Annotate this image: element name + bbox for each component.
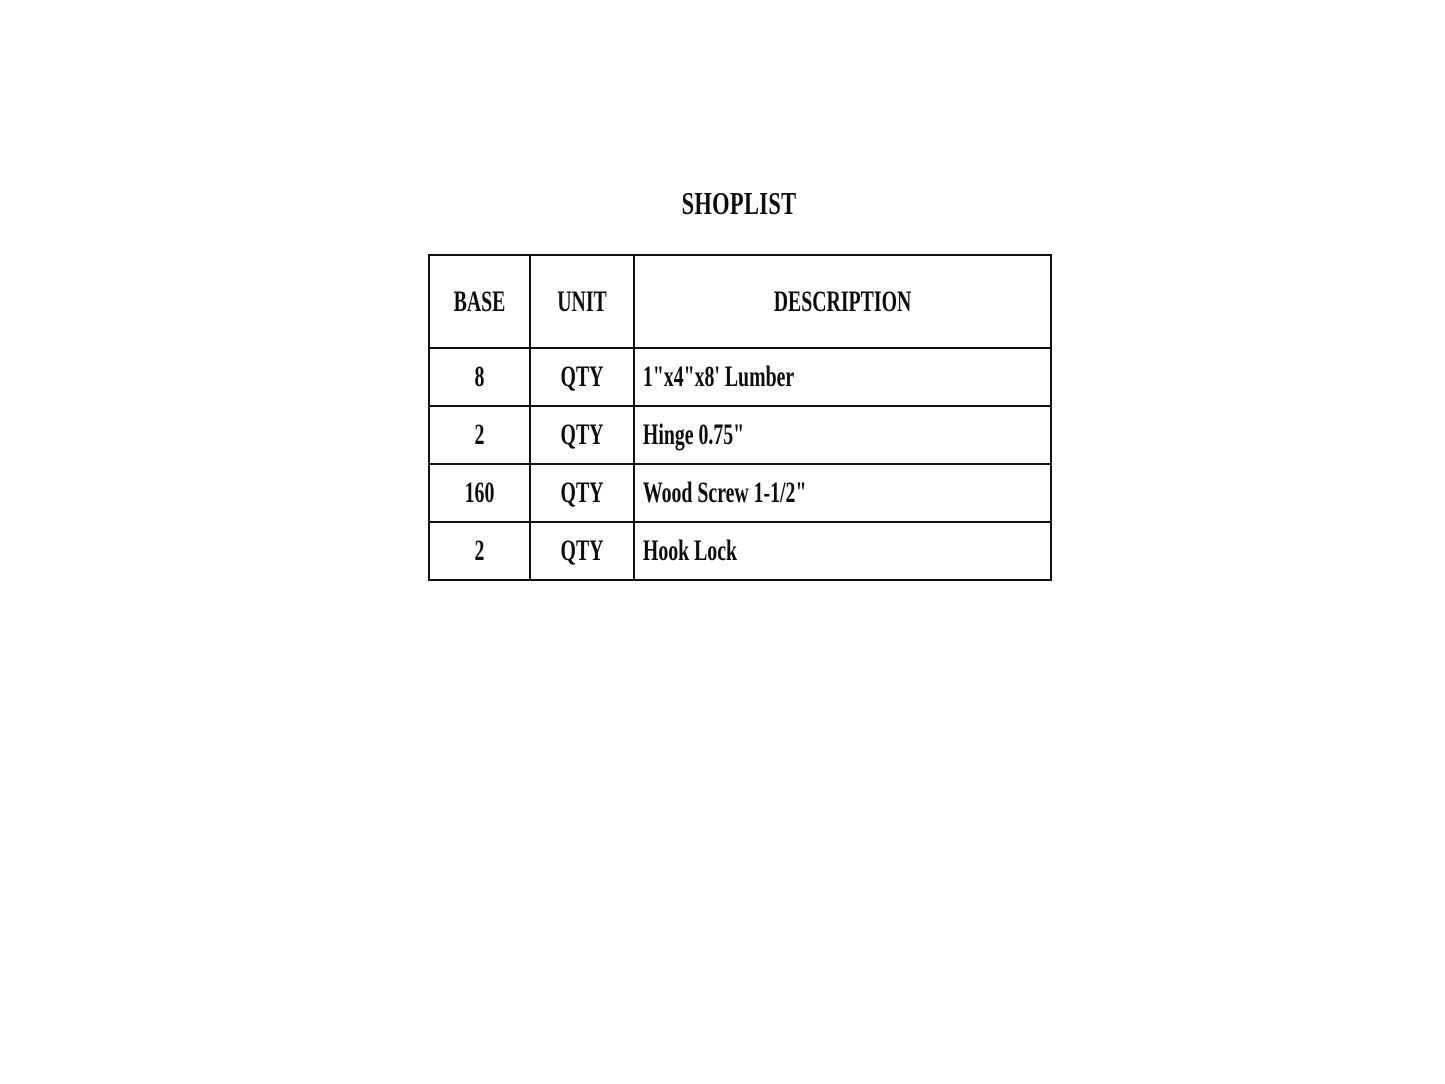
shoplist-table: BASE UNIT DESCRIPTION 8 QTY 1"x4"x8' [428,254,1052,581]
cell-unit-value: QTY [560,534,604,567]
cell-base-value: 2 [474,418,485,451]
cell-description: Hook Lock [633,521,1052,581]
cell-description-value: 1"x4"x8' Lumber [642,360,795,393]
cell-base: 8 [428,347,531,407]
column-header-unit-label: UNIT [557,284,607,318]
cell-unit: QTY [529,347,635,407]
table-row: 8 QTY 1"x4"x8' Lumber [428,347,1052,407]
column-header-description-label: DESCRIPTION [773,284,912,318]
cell-unit: QTY [529,521,635,581]
cell-description: Hinge 0.75" [633,405,1052,465]
cell-base: 2 [428,405,531,465]
cell-base: 2 [428,521,531,581]
cell-unit: QTY [529,463,635,523]
column-header-description: DESCRIPTION [633,254,1052,349]
cell-description: 1"x4"x8' Lumber [633,347,1052,407]
table-header-row: BASE UNIT DESCRIPTION [428,254,1052,349]
column-header-base-label: BASE [453,284,506,318]
cell-base-value: 160 [464,476,495,509]
cell-description: Wood Screw 1-1/2" [633,463,1052,523]
cell-unit-value: QTY [560,476,604,509]
cell-base-value: 2 [474,534,485,567]
cell-base: 160 [428,463,531,523]
table-row: 2 QTY Hinge 0.75" [428,405,1052,465]
cell-unit-value: QTY [560,360,604,393]
cell-description-value: Hinge 0.75" [642,418,745,451]
table-row: 2 QTY Hook Lock [428,521,1052,581]
column-header-unit: UNIT [529,254,635,349]
cell-base-value: 8 [474,360,485,393]
column-header-base: BASE [428,254,531,349]
cell-unit: QTY [529,405,635,465]
page-title: SHOPLIST [681,185,797,221]
cell-description-value: Wood Screw 1-1/2" [642,476,807,509]
cell-description-value: Hook Lock [642,534,737,567]
cell-unit-value: QTY [560,418,604,451]
table-row: 160 QTY Wood Screw 1-1/2" [428,463,1052,523]
